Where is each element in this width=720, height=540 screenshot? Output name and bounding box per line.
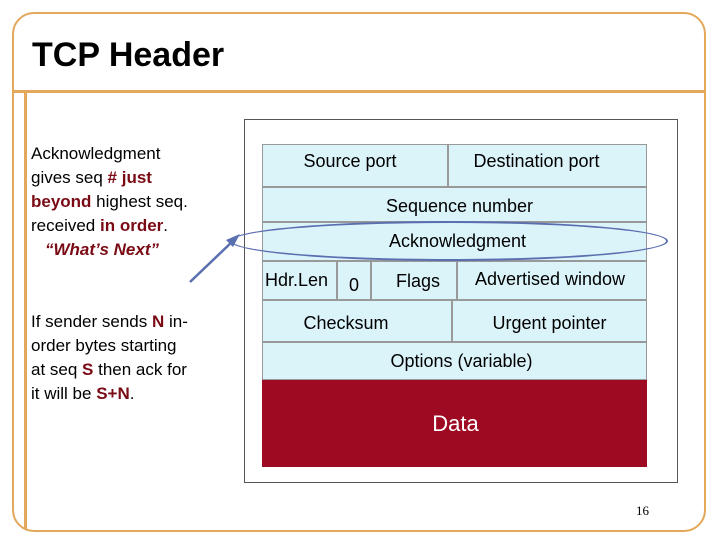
field-urgent-pointer: Urgent pointer — [452, 300, 647, 342]
field-flags: Flags — [371, 261, 457, 300]
field-sequence-number-label: Sequence number — [385, 196, 534, 216]
field-flags-label: Flags — [395, 271, 440, 291]
field-sequence-number: Sequence number — [262, 187, 647, 222]
note2-bold-b: N — [151, 312, 165, 331]
field-destination-port-label: Destination port — [473, 151, 600, 171]
slide-title: TCP Header — [32, 36, 225, 74]
field-source-port: Source port — [262, 144, 448, 187]
note1-quote: “What’s Next” — [45, 240, 159, 259]
field-reserved-zero: 0 — [337, 261, 371, 300]
page-number: 16 — [636, 503, 649, 518]
note1-text-a: Acknowledgment gives seq — [31, 144, 161, 187]
field-hdr-len: Hdr.Len — [262, 261, 337, 300]
note2-text-c: in-order bytes starting at seq — [31, 312, 188, 379]
note1-bold-b: # just beyond — [31, 168, 152, 211]
field-options: Options (variable) — [262, 342, 647, 380]
field-advertised-window-label: Advertised window — [474, 269, 626, 289]
note2-text-g: . — [129, 384, 135, 403]
note-sender: If sender sends N in-order bytes startin… — [31, 310, 191, 406]
note2-bold-d: S — [82, 360, 94, 379]
note2-text-e: then ack for it will be — [31, 360, 187, 403]
pointer-arrow-line — [189, 239, 235, 283]
title-divider — [12, 90, 706, 93]
note1-text-e: . — [163, 216, 169, 235]
field-checksum: Checksum — [262, 300, 452, 342]
field-options-label: Options (variable) — [390, 350, 533, 371]
field-hdr-len-label: Hdr.Len — [265, 270, 329, 290]
pointer-arrow-head — [226, 234, 240, 247]
note1-text-c: highest seq. received — [31, 192, 188, 235]
note2-text-a: If sender sends — [31, 312, 152, 331]
note1-bold-d: in order — [99, 216, 164, 235]
field-urgent-pointer-label: Urgent pointer — [492, 312, 607, 333]
field-destination-port: Destination port — [448, 144, 647, 187]
field-data: Data — [262, 380, 647, 467]
field-source-port-label: Source port — [303, 151, 397, 171]
field-checksum-label: Checksum — [303, 312, 389, 333]
field-reserved-zero-label: 0 — [348, 275, 359, 295]
left-divider — [24, 93, 27, 529]
field-data-label: Data — [432, 410, 479, 436]
slide-frame — [12, 12, 706, 532]
field-advertised-window: Advertised window — [457, 261, 647, 300]
note2-bold-f: S+N — [96, 384, 130, 403]
note-acknowledgment: Acknowledgment gives seq # just beyond h… — [31, 142, 191, 262]
